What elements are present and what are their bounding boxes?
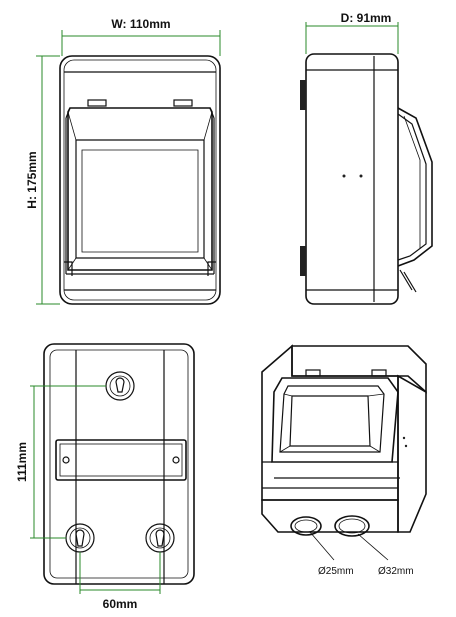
front-window-outer [75, 139, 205, 259]
side-latch [399, 269, 417, 293]
knockout-25-hole [290, 516, 322, 536]
keyhole-bottom-left-icon [75, 529, 85, 547]
knockout-25-inner [294, 519, 318, 533]
side-lid-profile [397, 107, 433, 267]
isometric-view: Ø25mm Ø32mm [261, 344, 427, 577]
hole-32-label: Ø32mm [378, 566, 414, 577]
side-lid-edge [403, 115, 421, 248]
front-lid-frame [65, 107, 215, 275]
iso-hinge-left [305, 369, 321, 377]
rear-body-inner [49, 349, 189, 579]
keyhole-bottom-right-icon [155, 529, 165, 547]
rear-label-plate-inner [59, 443, 183, 477]
side-body-outline [305, 53, 399, 305]
height-label: H: 175mm [25, 151, 39, 208]
side-dot-right [359, 174, 363, 178]
depth-label: D: 91mm [341, 11, 392, 25]
iso-dot-2 [404, 444, 408, 448]
iso-bottom-band [261, 499, 399, 533]
front-view: W: 110mm H: 175mm [25, 17, 221, 305]
iso-right-side [397, 374, 427, 533]
rear-mount-top-ring [109, 375, 131, 397]
front-window-bevel [67, 111, 213, 271]
mount-width-label: 60mm [103, 597, 138, 611]
iso-top-face [291, 345, 427, 394]
side-rear-tab-bottom [300, 246, 306, 276]
iso-window-bevel [279, 393, 385, 453]
knockout-32-hole [334, 515, 370, 537]
leader-25 [309, 531, 335, 561]
iso-dot-1 [402, 436, 406, 440]
front-lid-outline [67, 107, 213, 271]
front-side-clips [64, 261, 216, 276]
leader-32 [357, 533, 389, 561]
front-window-inner [81, 149, 199, 253]
front-body-outline [59, 55, 221, 305]
rear-mount-bottom-right-ring [149, 527, 171, 549]
keyhole-top-icon [115, 377, 125, 393]
front-hinge-right [173, 99, 193, 107]
knockout-32-inner [338, 518, 366, 534]
front-body-inner [63, 59, 217, 301]
hole-25-label: Ø25mm [318, 566, 354, 577]
rear-label-plate [55, 439, 187, 481]
side-dot-left [342, 174, 346, 178]
mount-height-label: 111mm [15, 442, 29, 482]
iso-window [289, 395, 371, 447]
rear-view: 111mm 60mm [15, 343, 195, 611]
iso-hinge-right [371, 369, 387, 377]
front-hinge-left [87, 99, 107, 107]
plate-screw-right-icon [172, 456, 180, 464]
width-label: W: 110mm [111, 17, 170, 31]
plate-screw-left-icon [62, 456, 70, 464]
side-view: D: 91mm [300, 11, 433, 305]
side-rear-tab-top [300, 80, 306, 110]
rear-body-outline [43, 343, 195, 585]
side-lid-inner [397, 113, 427, 261]
rear-mount-bottom-left-ring [69, 527, 91, 549]
